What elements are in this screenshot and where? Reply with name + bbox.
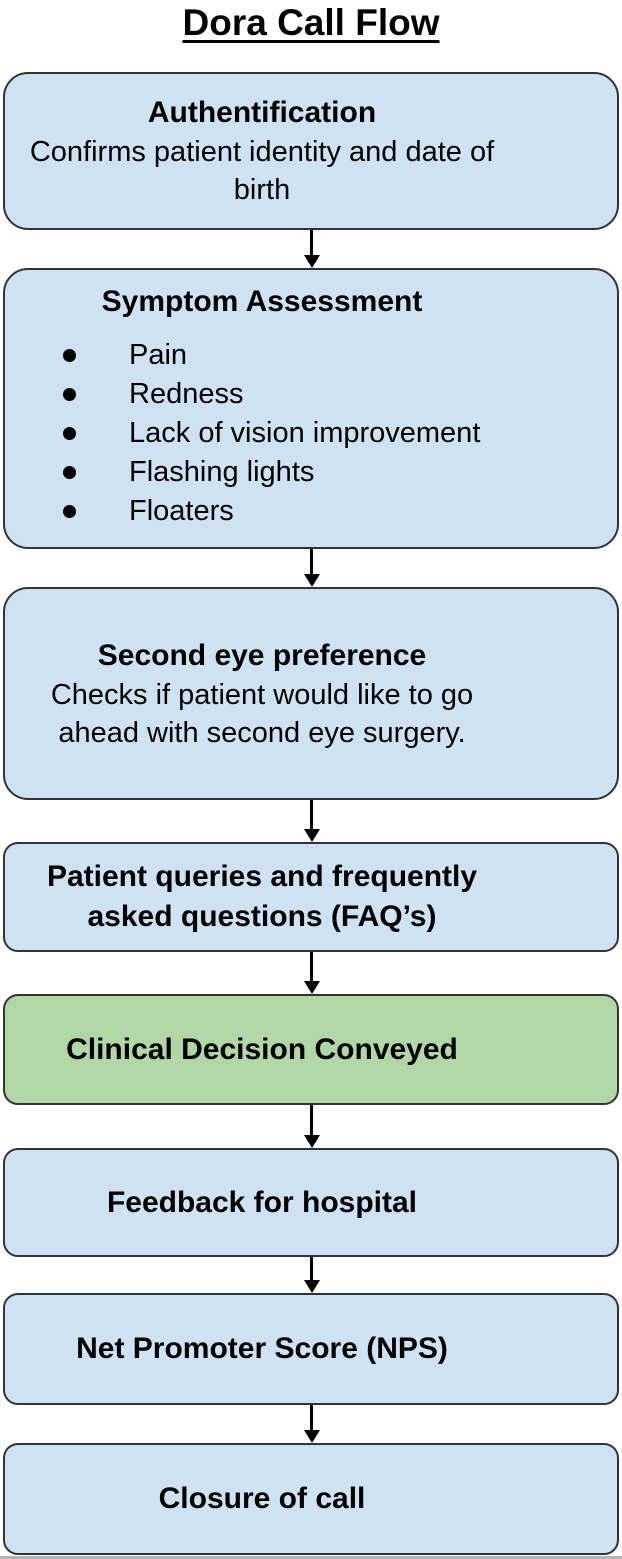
list-item: Lack of vision improvement [5, 414, 519, 453]
bullet-icon [63, 427, 76, 440]
list-item-label: Pain [129, 339, 188, 371]
arrow-down-icon [303, 1105, 320, 1148]
arrow-head-icon [303, 829, 320, 842]
node-heading: Clinical Decision Conveyed [66, 1032, 458, 1066]
arrow-shaft [310, 1105, 313, 1135]
bottom-edge-divider [0, 1556, 622, 1559]
flow-node-second-eye-preference: Second eye preference Checks if patient … [3, 587, 619, 800]
arrow-down-icon [303, 952, 320, 994]
arrow-down-icon [303, 549, 320, 587]
arrow-head-icon [303, 255, 320, 268]
page-title: Dora Call Flow [182, 2, 440, 43]
node-heading: Symptom Assessment [101, 285, 423, 318]
node-content: Second eye preference Checks if patient … [5, 589, 519, 798]
node-content: Symptom Assessment Pain Redness Lack of … [5, 270, 519, 547]
node-body: Checks if patient would like to go ahead… [50, 678, 474, 749]
node-heading: Feedback for hospital [106, 1185, 418, 1219]
list-item-label: Floaters [129, 495, 234, 527]
arrow-head-icon [303, 981, 320, 994]
list-item-label: Lack of vision improvement [129, 417, 481, 449]
flow-node-authentification: Authentification Confirms patient identi… [3, 72, 619, 230]
flow-node-closure-of-call: Closure of call [3, 1443, 619, 1555]
arrow-shaft [310, 230, 313, 255]
node-content: Feedback for hospital [5, 1150, 519, 1255]
node-content: Closure of call [5, 1445, 519, 1553]
node-content: Net Promoter Score (NPS) [5, 1295, 519, 1403]
arrow-shaft [310, 549, 313, 574]
arrow-shaft [310, 1257, 313, 1280]
arrow-head-icon [303, 1135, 320, 1148]
arrow-head-icon [303, 1280, 320, 1293]
list-item: Flashing lights [5, 453, 519, 492]
node-content: Clinical Decision Conveyed [5, 996, 519, 1103]
flow-node-patient-queries-faqs: Patient queries and frequently asked que… [3, 842, 619, 952]
bullet-icon [63, 388, 76, 401]
node-heading: Patient queries and frequently asked que… [46, 860, 478, 933]
node-heading: Authentification [147, 96, 377, 129]
node-heading: Second eye preference [97, 638, 427, 672]
node-heading: Closure of call [158, 1482, 366, 1515]
node-body: Confirms patient identity and date of bi… [29, 136, 495, 206]
arrow-shaft [310, 952, 313, 981]
node-content: Patient queries and frequently asked que… [5, 844, 519, 950]
arrow-head-icon [303, 1430, 320, 1443]
node-heading: Net Promoter Score (NPS) [76, 1332, 448, 1365]
arrow-down-icon [303, 800, 320, 842]
arrow-shaft [310, 800, 313, 829]
bullet-icon [63, 505, 76, 518]
node-content: Authentification Confirms patient identi… [5, 74, 519, 228]
arrow-shaft [310, 1405, 313, 1430]
arrow-down-icon [303, 1257, 320, 1293]
bullet-icon [63, 466, 76, 479]
flow-node-clinical-decision-conveyed: Clinical Decision Conveyed [3, 994, 619, 1105]
symptom-list: Pain Redness Lack of vision improvement … [5, 336, 519, 531]
list-item: Redness [5, 375, 519, 414]
arrow-down-icon [303, 230, 320, 268]
list-item-label: Redness [129, 378, 244, 410]
arrow-down-icon [303, 1405, 320, 1443]
list-item-label: Flashing lights [129, 456, 315, 488]
flow-node-feedback-for-hospital: Feedback for hospital [3, 1148, 619, 1257]
bullet-icon [63, 349, 76, 362]
flow-node-symptom-assessment: Symptom Assessment Pain Redness Lack of … [3, 268, 619, 549]
list-item: Pain [5, 336, 519, 375]
flow-node-net-promoter-score: Net Promoter Score (NPS) [3, 1293, 619, 1405]
list-item: Floaters [5, 492, 519, 531]
arrow-head-icon [303, 574, 320, 587]
